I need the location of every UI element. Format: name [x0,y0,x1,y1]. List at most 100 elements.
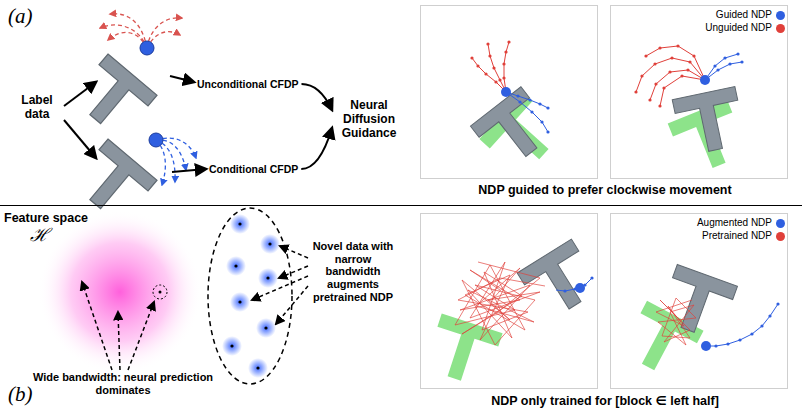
t-block-shape [517,239,602,322]
legend-entry: Pretrained NDP [702,230,785,242]
node-text: Conditional CFDP [209,162,298,176]
trajectory [660,76,705,106]
plot-frame [421,6,598,179]
legend-text: Augmented NDP [697,217,772,229]
text-node: Neural Diffusion Guidance [334,98,404,140]
t-block [672,86,747,156]
trajectory [636,58,705,92]
text-node: Unconditional CFDP [197,77,299,91]
novel-data-region [208,208,292,384]
trajectory [100,25,147,48]
leader-arrow [252,276,308,300]
trajectory [488,44,506,92]
panel-caption: NDP only trained for [block ∈ left half] [420,394,790,408]
legend-text: Pretrained NDP [702,230,772,242]
leader-arrow [279,266,308,278]
kernel [222,336,242,356]
trajectory [646,46,705,80]
legend-text: Guided NDP [716,9,772,21]
leader-arrows [82,246,308,370]
leader-arrow [118,312,120,370]
data-point [266,276,269,279]
kernel [248,358,268,378]
arrow [64,82,96,106]
trajectory [504,42,509,92]
t-block [470,87,556,172]
trajectory [472,58,506,92]
data-point [234,264,237,267]
legend-swatch [776,24,785,33]
panel-label: (b) [8,382,33,406]
red-trajectories [462,262,540,338]
arrow [170,76,194,82]
t-block-shape [71,54,157,140]
t-block-shape [470,87,556,172]
leader-arrow [128,302,154,370]
node-text: Label data [10,93,64,121]
t-block [657,264,737,340]
blue-trajectories [156,138,196,185]
trajectory [110,14,147,48]
query-dot [159,291,162,294]
agent-circle [140,41,154,55]
arrows [64,76,206,172]
agent-circle [700,75,710,85]
legend-entry: Guided NDP [716,9,785,21]
kernel [258,268,278,288]
trajectory [506,92,548,108]
data-point [230,344,233,347]
t-block-shape [672,86,747,156]
agent-circle [149,133,163,147]
leader-arrow [82,282,112,370]
legend-swatch [776,11,785,20]
plot-frame [611,6,788,179]
red-trajectories [472,42,509,92]
divider [0,205,802,206]
math-symbol: ℋ [30,225,49,246]
target-t [424,313,503,388]
target-shape [424,313,503,388]
plot-frame [611,214,788,389]
axis-title: Feature space [4,211,88,225]
blue-trajectory [556,278,592,291]
legend-swatch [776,219,785,228]
annotation: Novel data with narrow bandwidth augment… [306,240,400,303]
blue-trajectories [705,54,742,80]
connector [301,128,332,169]
legend-swatch [776,232,785,241]
red-trajectories [656,298,696,345]
text-node: Conditional CFDP [209,162,298,176]
kernel [230,292,250,312]
t-block [517,239,602,322]
data-point [238,300,241,303]
node-text: Neural Diffusion Guidance [334,98,404,140]
data-point [256,366,259,369]
trajectory [650,70,705,100]
legend-text: Unguided NDP [705,22,772,34]
kernel [256,318,276,338]
panel-label: (a) [8,4,33,28]
annotation: Wide bandwidth: neural prediction domina… [28,371,218,396]
kernel [226,256,246,276]
arrow [172,169,206,172]
data-point [264,326,267,329]
red-trajectories [455,262,545,345]
data-point [238,222,241,225]
legend-entry: Augmented NDP [697,217,785,229]
panel-caption: NDP guided to prefer clockwise movement [420,183,790,197]
leader-arrow [280,246,308,258]
node-text: Unconditional CFDP [197,77,299,91]
kernel [230,214,250,234]
blue-trajectories [506,92,548,132]
legend-entry: Unguided NDP [705,22,785,34]
text-node: Label data [10,93,64,121]
agent-circle [501,87,511,97]
t-block [71,54,157,140]
blue-trajectory [704,304,778,346]
narrow-kernels [222,214,280,378]
red-trajectories [636,46,705,106]
trajectory [705,62,742,80]
agent-circle [575,283,585,293]
